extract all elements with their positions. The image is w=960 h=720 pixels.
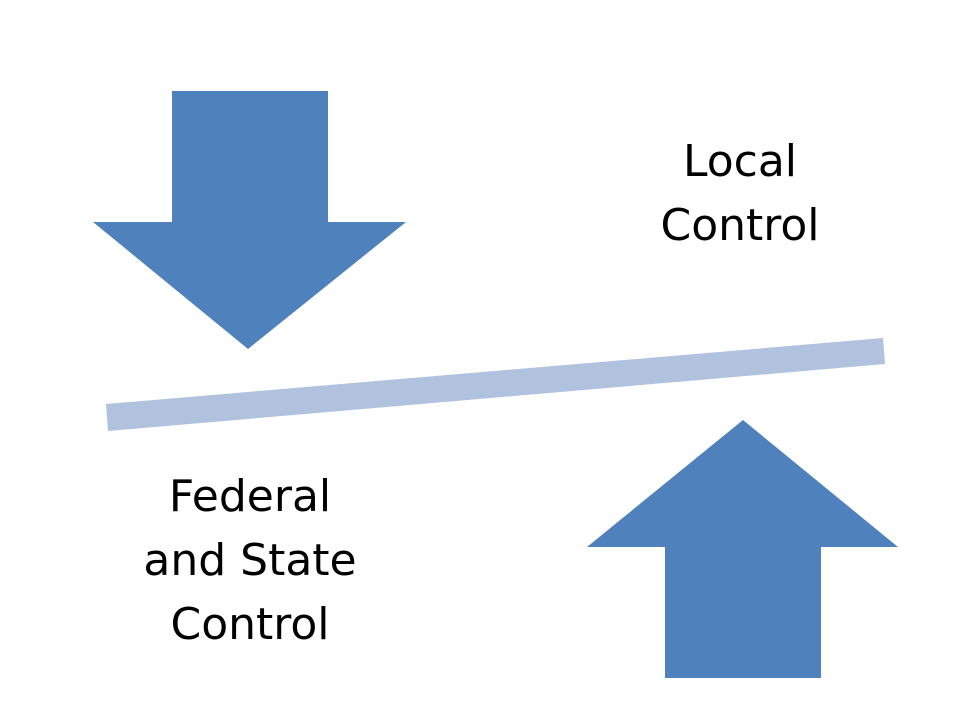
federal-state-control-label: Federal and State Control — [110, 465, 390, 657]
local-control-line-1: Local — [682, 136, 798, 187]
federal-control-line-3: Control — [170, 599, 330, 650]
local-control-label: Local Control — [620, 130, 860, 258]
arrow-down-icon — [93, 91, 406, 349]
balance-beam — [106, 338, 885, 431]
local-control-line-2: Control — [660, 200, 820, 251]
federal-control-line-1: Federal — [168, 471, 332, 522]
federal-control-line-2: and State — [143, 535, 357, 586]
arrow-up-icon — [587, 420, 898, 678]
